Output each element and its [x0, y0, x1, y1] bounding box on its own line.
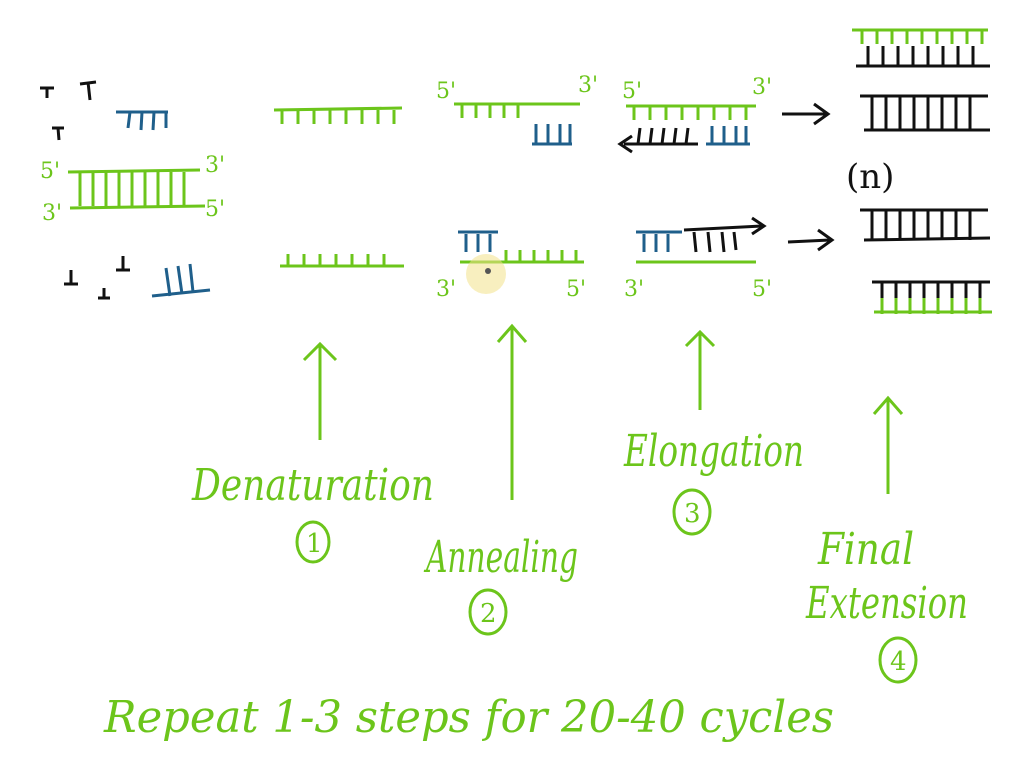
footer-repeat-note: Repeat 1-3 steps for 20-40 cycles	[103, 692, 834, 743]
label-3prime-annealing-bottom: 3'	[436, 277, 456, 302]
denatured-strand-top	[273, 106, 403, 124]
label-5prime-top-left: 5'	[40, 159, 60, 184]
svg-text:2: 2	[480, 599, 497, 629]
stage-label-final: Final	[817, 524, 914, 575]
stage-number-1: 1	[295, 520, 331, 564]
stage-label-denaturation: Denaturation	[191, 460, 434, 511]
stage-label-elongation: Elongation	[623, 426, 804, 477]
elongation-top	[617, 104, 756, 154]
label-5prime-bottom-right: 5'	[205, 197, 225, 222]
primer-bottom-left	[151, 263, 211, 298]
free-nucleotides	[40, 80, 130, 300]
svg-text:3: 3	[684, 499, 701, 529]
stage-number-2: 2	[468, 588, 508, 636]
label-5prime-annealing-bottom: 5'	[566, 277, 586, 302]
stage-label-extension: Extension	[805, 578, 968, 629]
final-product-1	[852, 28, 990, 68]
denatured-strand-bottom	[280, 254, 404, 268]
label-3prime-bottom-left: 3'	[42, 201, 62, 226]
final-product-4	[872, 280, 992, 314]
label-5prime-annealing-top: 5'	[436, 79, 456, 104]
label-5prime-elongation-top: 5'	[622, 79, 642, 104]
svg-text:1: 1	[306, 529, 323, 559]
stage-number-3: 3	[672, 488, 712, 536]
cycles-marker: (n)	[846, 157, 894, 197]
up-arrows	[302, 323, 904, 500]
annealing-top	[454, 102, 580, 146]
final-product-2	[860, 94, 990, 132]
svg-text:4: 4	[890, 647, 907, 677]
label-3prime-elongation-top: 3'	[752, 75, 772, 100]
stage-label-annealing: Annealing	[423, 532, 578, 583]
arrow-to-final-bottom	[787, 228, 835, 252]
cursor-dot	[485, 268, 491, 274]
elongation-bottom	[636, 216, 767, 264]
label-3prime-top-right: 3'	[205, 153, 225, 178]
template-dsdna	[67, 168, 206, 210]
label-3prime-annealing-top: 3'	[578, 73, 598, 98]
primer-top-left	[116, 110, 168, 131]
final-product-3	[860, 208, 991, 242]
stage-number-4: 4	[878, 636, 918, 684]
cursor-highlight	[466, 254, 506, 294]
arrow-to-final-top	[782, 102, 831, 126]
label-5prime-elongation-bottom: 5'	[752, 277, 772, 302]
label-3prime-elongation-bottom: 3'	[624, 277, 644, 302]
